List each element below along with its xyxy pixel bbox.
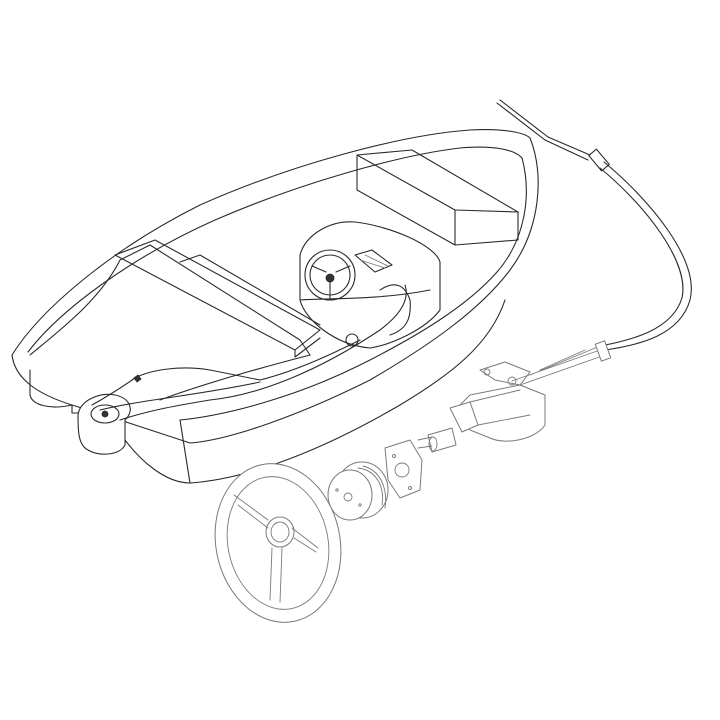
helm-unit	[417, 340, 612, 453]
steering-cable	[496, 99, 692, 351]
boat-hull	[11, 129, 539, 484]
steering-wheel	[214, 463, 342, 623]
mounting-plate	[384, 439, 423, 499]
bezel-spacer	[327, 461, 389, 521]
